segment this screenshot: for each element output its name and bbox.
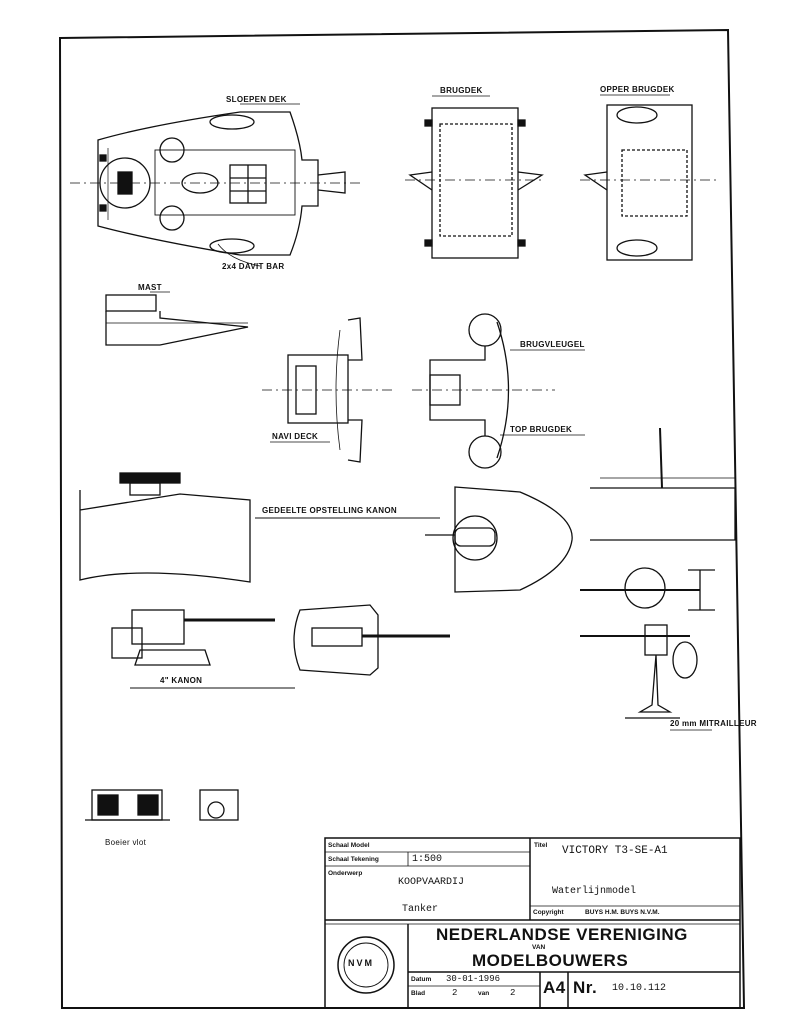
- upper-bridge-deck-plan: [580, 94, 720, 261]
- gun-platform-side: [79, 472, 440, 583]
- tb-subtitel-value: Waterlijnmodel: [552, 886, 637, 897]
- tb-org-line2: MODELBOUWERS: [472, 951, 629, 970]
- label-navi-deck: NAVI DECK: [272, 432, 319, 441]
- tb-nr-label: Nr.: [573, 978, 598, 997]
- title-block-frame: [324, 837, 741, 1009]
- top-bridge-deck-plan: [412, 313, 585, 469]
- label-gun-arrangement: GEDEELTE OPSTELLING KANON: [262, 506, 397, 515]
- label-raft: Boeier vlot: [105, 838, 147, 847]
- tb-blad-value: 2: [452, 988, 458, 998]
- tb-format-value: A4: [543, 978, 566, 997]
- label-davits: 2x4 DAVIT BAR: [222, 262, 285, 271]
- nvm-logo-letters: NVM: [348, 958, 374, 968]
- label-four-inch-gun: 4" KANON: [160, 676, 203, 685]
- tb-van-value: 2: [510, 988, 516, 998]
- bridge-deck-plan: [405, 95, 545, 259]
- twenty-mm-gun-plan: [580, 567, 715, 611]
- label-top-bridge-deck: TOP BRUGDEK: [510, 425, 573, 434]
- navigation-deck-plan: [262, 317, 395, 463]
- gun-platform-plan: [425, 486, 573, 593]
- tb-org-line1: NEDERLANDSE VERENIGING: [436, 925, 688, 944]
- tb-copyright-label: Copyright: [533, 909, 564, 916]
- tb-datum-value: 30-01-1996: [446, 974, 501, 984]
- stern-elevation: [590, 427, 736, 541]
- boat-deck-plan: [70, 103, 360, 267]
- tb-type-value: Tanker: [402, 904, 439, 915]
- four-inch-gun-plan: [293, 604, 450, 676]
- label-mast: MAST: [138, 283, 162, 292]
- funnel-side-elevation: [105, 291, 249, 346]
- tb-schaal-tekening-label: Schaal Tekening: [328, 856, 379, 863]
- sheet-border: [58, 28, 746, 1009]
- tb-titel-label: Titel: [534, 842, 548, 849]
- four-inch-gun-side: [111, 609, 295, 689]
- label-upper-bridge-deck: OPPER BRUGDEK: [600, 85, 675, 94]
- tb-titel-value: VICTORY T3-SE-A1: [562, 845, 668, 857]
- tb-onderwerp-value: KOOPVAARDIJ: [398, 877, 465, 888]
- label-bridge-wing: BRUGVLEUGEL: [520, 340, 585, 349]
- nvm-logo-ring: [337, 936, 395, 994]
- tb-van-label: van: [478, 990, 490, 997]
- tb-schaal-tekening-value: 1:500: [412, 854, 443, 865]
- tb-schaal-model-label: Schaal Model: [328, 842, 370, 849]
- raft-detail: [85, 789, 239, 821]
- label-20mm-gun: 20 mm MITRAILLEUR: [670, 719, 757, 728]
- tb-onderwerp-label: Onderwerp: [328, 870, 363, 877]
- label-boat-deck: SLOEPEN DEK: [226, 95, 287, 104]
- tb-datum-label: Datum: [411, 976, 432, 983]
- tb-copyright-value: BUYS H.M. BUYS N.V.M.: [585, 909, 660, 916]
- tb-org-van: VAN: [532, 944, 546, 951]
- tb-blad-label: Blad: [411, 990, 426, 997]
- label-bridge-deck: BRUGDEK: [440, 86, 483, 95]
- twenty-mm-gun-side: [580, 624, 712, 731]
- tb-nr-value: 10.10.112: [612, 983, 667, 994]
